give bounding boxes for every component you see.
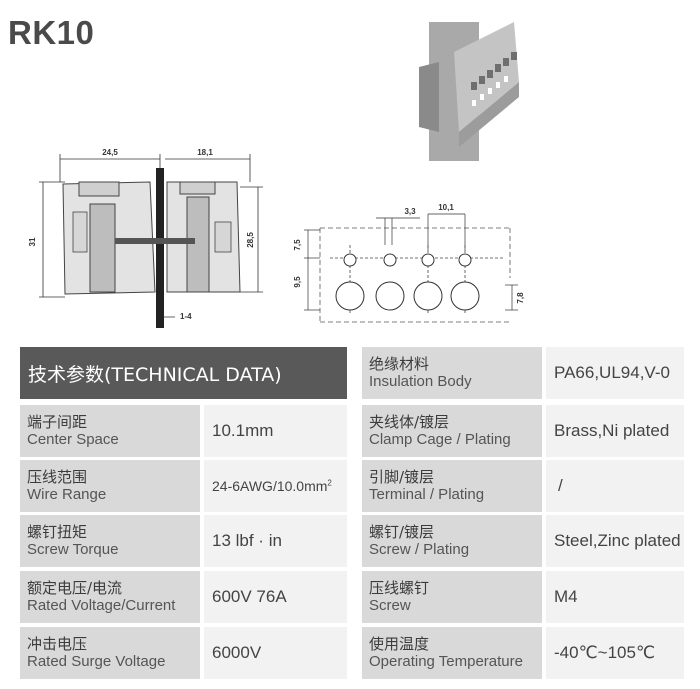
row-value: Steel,Zinc plated <box>546 515 684 567</box>
dim-mid: 9,5 <box>293 276 302 288</box>
dim-width-left: 24,5 <box>102 148 118 157</box>
dim-pitch: 10,1 <box>438 203 454 212</box>
dim-bottom: 1-4 <box>180 312 192 321</box>
product-photo <box>419 22 538 161</box>
row-value: M4 <box>546 571 684 623</box>
row-value: PA66,UL94,V-0 <box>546 347 684 399</box>
technical-data-table: 技术参数(TECHNICAL DATA) 端子间距 Center Space 1… <box>20 347 684 689</box>
row-label: 额定电压/电流 Rated Voltage/Current <box>20 571 200 623</box>
table-header: 技术参数(TECHNICAL DATA) <box>20 347 347 399</box>
dim-top: 7,5 <box>293 239 302 251</box>
row-value: Brass,Ni plated <box>546 405 684 457</box>
row-label: 压线螺钉 Screw <box>362 571 542 623</box>
row-label: 夹线体/镀层 Clamp Cage / Plating <box>362 405 542 457</box>
row-label: 螺钉/镀层 Screw / Plating <box>362 515 542 567</box>
row-label: 冲击电压 Rated Surge Voltage <box>20 627 200 679</box>
row-label: 引脚/镀层 Terminal / Plating <box>362 460 542 512</box>
dim-hole: 3,3 <box>404 207 416 216</box>
row-label: 绝缘材料 Insulation Body <box>362 347 542 399</box>
row-value: 10.1mm <box>204 405 347 457</box>
side-view-drawing: 24,5 18,1 31 28,5 1-4 <box>28 148 263 328</box>
row-value: 13 lbf · in <box>204 515 347 567</box>
row-value: 24-6AWG/10.0mm2 <box>204 460 347 512</box>
row-value: -40℃~105℃ <box>546 627 684 679</box>
row-label: 螺钉扭矩 Screw Torque <box>20 515 200 567</box>
dim-width-right: 18,1 <box>197 148 213 157</box>
dim-bottom-right: 7,8 <box>516 292 525 304</box>
row-value: / <box>546 460 684 512</box>
hole-pattern-drawing: 3,3 10,1 7,5 9,5 7,8 <box>293 203 525 323</box>
row-label: 使用温度 Operating Temperature <box>362 627 542 679</box>
dim-height-right: 28,5 <box>246 232 255 248</box>
row-value: 6000V <box>204 627 347 679</box>
product-title: RK10 <box>8 14 95 51</box>
row-value: 600V 76A <box>204 571 347 623</box>
row-label: 压线范围 Wire Range <box>20 460 200 512</box>
dim-height-total: 31 <box>28 237 37 246</box>
row-label: 端子间距 Center Space <box>20 405 200 457</box>
